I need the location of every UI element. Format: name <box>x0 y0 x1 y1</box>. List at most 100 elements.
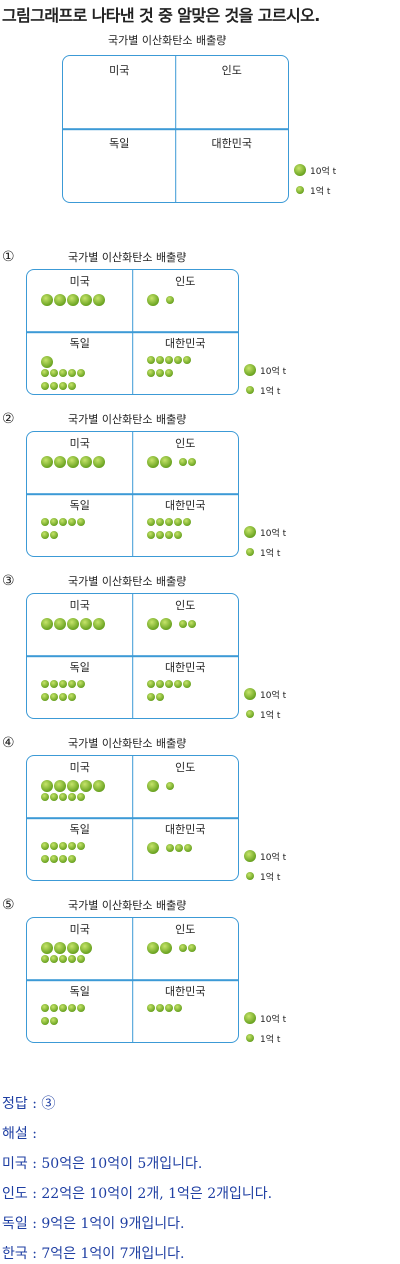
big-unit-icon <box>146 780 159 792</box>
cell-germany: 독일 <box>27 818 133 880</box>
big-unit-icon <box>159 942 172 954</box>
small-unit-icon <box>187 944 196 952</box>
explanation-india: 인도 : 22억은 10억이 2개, 1억은 2개입니다. <box>2 1186 273 1202</box>
small-unit-icon <box>178 944 187 952</box>
small-unit-icon <box>50 855 58 863</box>
cell-germany: 독일 <box>27 980 133 1042</box>
small-unit-icon <box>245 1034 254 1042</box>
cell-usa: 미국 <box>27 432 133 494</box>
cell-usa: 미국 <box>27 270 133 332</box>
small-unit-icon <box>178 458 187 466</box>
small-unit-icon <box>59 842 67 850</box>
small-unit-icon <box>59 680 67 688</box>
small-unit-icon <box>182 680 191 688</box>
small-unit-icon <box>77 518 85 526</box>
cell-korea: 대한민국 <box>133 332 239 394</box>
small-unit-icon <box>155 531 164 539</box>
big-unit-icon <box>41 356 53 368</box>
big-unit-icon <box>80 780 92 792</box>
small-unit-icon <box>50 842 58 850</box>
small-unit-icon <box>77 369 85 377</box>
option-number[interactable]: ① <box>2 249 15 265</box>
small-unit-icon <box>164 518 173 526</box>
small-unit-icon <box>59 518 67 526</box>
big-unit-icon <box>146 294 159 306</box>
option-number[interactable]: ③ <box>2 573 15 589</box>
explanation-korea: 한국 : 7억은 1억이 7개입니다. <box>2 1246 185 1262</box>
cell-germany: 독일 <box>27 656 133 718</box>
option-number[interactable]: ④ <box>2 735 15 751</box>
small-unit-icon <box>50 518 58 526</box>
small-unit-icon <box>50 382 58 390</box>
small-unit-icon <box>155 1004 164 1012</box>
small-unit-icon <box>68 855 76 863</box>
small-unit-icon <box>68 518 76 526</box>
small-unit-icon <box>183 844 192 852</box>
big-unit-icon <box>67 294 79 306</box>
explanation-usa: 미국 : 50억은 10억이 5개입니다. <box>2 1156 203 1172</box>
small-unit-icon <box>41 1004 49 1012</box>
small-unit-icon <box>59 382 67 390</box>
big-unit-icon <box>159 456 172 468</box>
big-unit-icon <box>41 942 53 954</box>
small-unit-icon <box>68 680 76 688</box>
small-unit-icon <box>68 369 76 377</box>
cell-india: 인도 <box>133 594 239 656</box>
big-unit-icon <box>146 942 159 954</box>
small-unit-icon <box>59 955 67 963</box>
big-unit-icon <box>93 780 105 792</box>
small-unit-icon <box>164 356 173 364</box>
small-unit-icon <box>77 1004 85 1012</box>
small-unit-icon <box>68 1004 76 1012</box>
cell-india: 인도 <box>133 756 239 818</box>
big-unit-icon <box>80 294 92 306</box>
big-unit-icon <box>67 456 79 468</box>
small-unit-icon <box>59 369 67 377</box>
cell-usa: 미국 <box>27 918 133 980</box>
small-unit-icon <box>77 680 85 688</box>
answer-line: 정답 : ③ <box>2 1096 56 1112</box>
small-unit-icon <box>77 793 85 801</box>
small-unit-icon <box>68 793 76 801</box>
big-unit-icon <box>67 618 79 630</box>
big-unit-icon <box>243 1012 256 1024</box>
small-unit-icon <box>68 842 76 850</box>
small-unit-icon <box>41 955 49 963</box>
cell-korea: 대한민국 <box>133 818 239 880</box>
small-unit-icon <box>173 356 182 364</box>
cell-korea: 대한민국 <box>211 137 252 150</box>
big-unit-icon <box>67 780 79 792</box>
small-unit-icon <box>41 531 49 539</box>
small-unit-icon <box>155 680 164 688</box>
big-unit-icon <box>41 780 53 792</box>
big-unit-icon <box>243 850 256 862</box>
small-unit-icon <box>50 793 58 801</box>
small-unit-icon <box>155 356 164 364</box>
small-unit-icon <box>164 369 173 377</box>
option-number[interactable]: ② <box>2 411 15 427</box>
option-chart-title: 국가별 이산화탄소 배출량 <box>68 575 187 588</box>
small-unit-icon <box>41 382 49 390</box>
small-unit-icon <box>155 369 164 377</box>
cell-usa: 미국 <box>109 64 130 77</box>
small-unit-icon <box>178 620 187 628</box>
small-unit-icon <box>50 955 58 963</box>
small-unit-icon <box>41 680 49 688</box>
small-unit-icon <box>50 680 58 688</box>
small-unit-icon <box>173 680 182 688</box>
option-number[interactable]: ⑤ <box>2 897 15 913</box>
big-unit-icon <box>54 942 66 954</box>
small-unit-icon <box>68 382 76 390</box>
small-unit-icon <box>174 844 183 852</box>
big-unit-icon <box>93 456 105 468</box>
big-unit-icon <box>159 618 172 630</box>
cell-germany: 독일 <box>109 137 130 150</box>
small-unit-icon <box>182 518 191 526</box>
big-unit-icon <box>146 456 159 468</box>
small-unit-icon <box>165 782 174 790</box>
